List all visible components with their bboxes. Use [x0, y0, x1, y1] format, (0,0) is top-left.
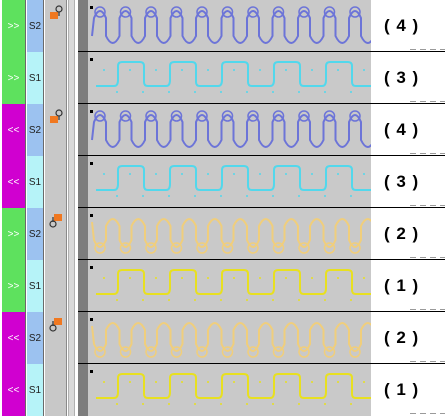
tool-cell[interactable] [45, 364, 67, 416]
slot-label: S1 [27, 52, 44, 104]
dashed-guide [410, 153, 445, 154]
direction-toggle[interactable]: >> [2, 52, 26, 104]
level-label: ( 1 ) [384, 276, 420, 295]
loop-pattern [91, 6, 371, 44]
pattern-row[interactable]: <<S2 ( 4 ) [0, 104, 445, 156]
pattern-lane [78, 208, 371, 260]
pattern-graphic [78, 364, 371, 416]
row-divider [78, 259, 445, 260]
direction-toggle[interactable]: << [2, 156, 26, 208]
dashed-guide [410, 101, 445, 102]
row-grip[interactable] [68, 364, 75, 416]
level-label: ( 4 ) [384, 16, 420, 35]
tool-cell[interactable] [45, 312, 67, 364]
direction-toggle[interactable]: >> [2, 0, 26, 52]
row-grip[interactable] [68, 156, 75, 208]
slot-label: S2 [27, 0, 44, 52]
pattern-row[interactable]: <<S2 ( 2 ) [0, 312, 445, 364]
pattern-graphic [78, 52, 371, 104]
pattern-lane [78, 156, 371, 208]
pattern-row[interactable]: >>S2 ( 2 ) [0, 208, 445, 260]
level-label: ( 2 ) [384, 224, 420, 243]
row-grip[interactable] [68, 104, 75, 156]
pattern-row[interactable]: <<S1 ( 1 ) [0, 364, 445, 416]
tool-cell[interactable] [45, 156, 67, 208]
pattern-graphic [78, 156, 371, 208]
row-divider [78, 363, 445, 364]
row-grip[interactable] [68, 0, 75, 52]
dashed-guide [410, 205, 445, 206]
row-divider [78, 51, 445, 52]
tool-up-icon [50, 5, 63, 19]
row-grip[interactable] [68, 312, 75, 364]
pattern-row[interactable]: <<S1 ( 3 ) [0, 156, 445, 208]
pattern-graphic [78, 0, 371, 52]
pattern-graphic [78, 104, 371, 156]
direction-toggle[interactable]: << [2, 104, 26, 156]
row-grip[interactable] [68, 208, 75, 260]
pattern-row[interactable]: >>S1 ( 3 ) [0, 52, 445, 104]
pattern-lane [78, 104, 371, 156]
tool-up-icon [50, 109, 63, 123]
slot-label: S1 [27, 156, 44, 208]
pattern-lane [78, 260, 371, 312]
row-divider [78, 311, 445, 312]
dashed-guide [410, 361, 445, 362]
loop-down-pattern [91, 218, 371, 254]
dashed-guide [410, 309, 445, 310]
pattern-row[interactable]: >>S2 ( 4 ) [0, 0, 445, 52]
tool-cell[interactable] [45, 104, 67, 156]
slot-label: S2 [27, 104, 44, 156]
wave-pattern [96, 269, 371, 301]
wave-pattern [96, 165, 371, 197]
pattern-row[interactable]: >>S1 ( 1 ) [0, 260, 445, 312]
level-label: ( 1 ) [384, 380, 420, 399]
direction-toggle[interactable]: << [2, 364, 26, 416]
pattern-lane [78, 0, 371, 52]
wave-pattern [96, 373, 371, 405]
row-divider [78, 207, 445, 208]
pattern-lane [78, 312, 371, 364]
level-label: ( 2 ) [384, 328, 420, 347]
tool-cell[interactable] [45, 208, 67, 260]
tool-cell[interactable] [45, 260, 67, 312]
wave-pattern [96, 61, 371, 93]
row-divider [78, 155, 445, 156]
pattern-graphic [78, 260, 371, 312]
tool-down-icon [49, 318, 62, 332]
pattern-lane [78, 364, 371, 416]
loop-down-pattern [91, 322, 371, 358]
loop-pattern [91, 110, 371, 148]
level-label: ( 3 ) [384, 172, 420, 191]
tool-cell[interactable] [45, 52, 67, 104]
pattern-graphic [78, 312, 371, 364]
direction-toggle[interactable]: << [2, 312, 26, 364]
level-label: ( 4 ) [384, 120, 420, 139]
slot-label: S2 [27, 312, 44, 364]
direction-toggle[interactable]: >> [2, 208, 26, 260]
slot-label: S1 [27, 260, 44, 312]
dashed-guide [410, 413, 445, 414]
pattern-lane [78, 52, 371, 104]
row-grip[interactable] [68, 260, 75, 312]
row-divider [78, 103, 445, 104]
dashed-guide [410, 257, 445, 258]
dashed-guide [410, 49, 445, 50]
level-label: ( 3 ) [384, 68, 420, 87]
slot-label: S1 [27, 364, 44, 416]
slot-label: S2 [27, 208, 44, 260]
pattern-graphic [78, 208, 371, 260]
row-grip[interactable] [68, 52, 75, 104]
tool-cell[interactable] [45, 0, 67, 52]
tool-down-icon [49, 214, 62, 228]
direction-toggle[interactable]: >> [2, 260, 26, 312]
